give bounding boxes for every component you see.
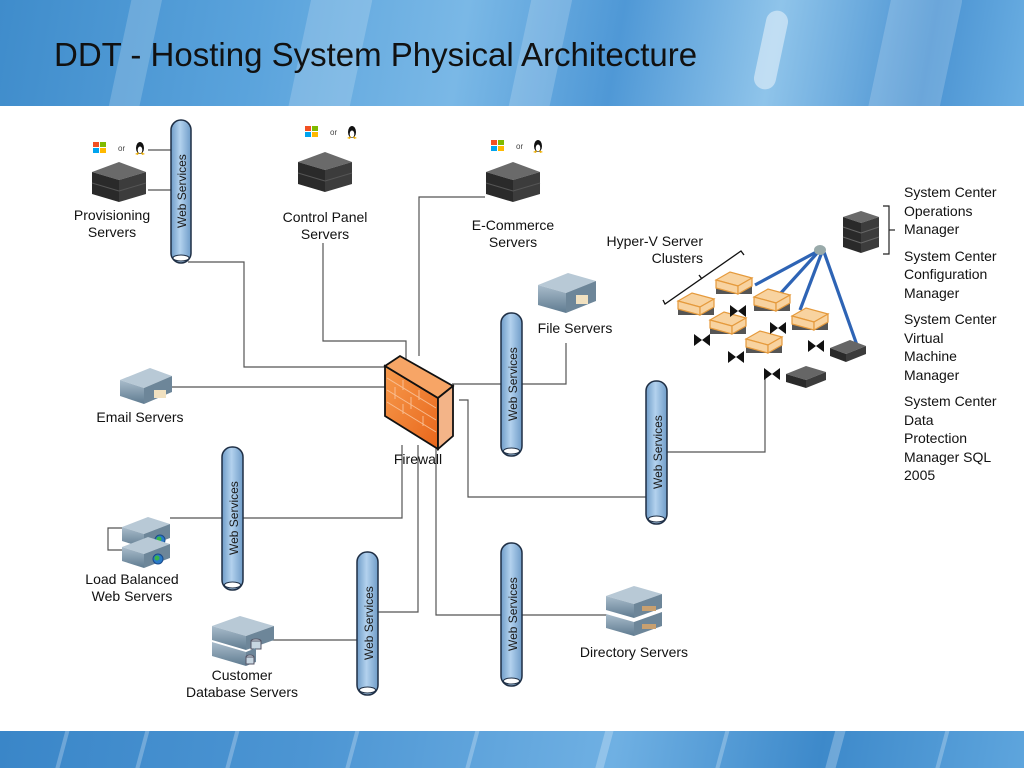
control-panel-server-icon [297,152,353,192]
load-balanced-server-icon [122,517,170,568]
bus-label: Web Services [506,577,520,651]
file-server-icon [538,273,596,313]
or-label: or [118,144,125,153]
connector-firewall-bus-file [452,343,567,385]
email-server-icon [120,368,172,404]
slide-footer-banner [0,731,1024,768]
or-label: or [330,128,337,137]
connector-bus1-firewall [188,261,392,368]
web-services-bus-loadbalanced: Web Services [221,446,244,591]
bus-label: Web Services [362,586,376,660]
os-choice-controlpanel: or [305,126,357,139]
directory-servers-label: Directory Servers [579,644,689,660]
hyperv-cluster [662,245,866,388]
system-center-server-icon [842,211,880,253]
linux-tux-icon [347,126,357,139]
cluster-storage-icons [786,340,866,388]
connector-controlpanel-firewall [322,243,407,362]
cluster-connector-icons [694,305,824,380]
ecommerce-server-icon [485,162,541,202]
web-services-bus-file: Web Services [500,312,523,457]
connector-firewall-directory [435,445,607,616]
customer-database-server-icon [212,616,274,666]
system-center-bracket [883,205,890,255]
linux-tux-icon [135,142,145,155]
connector-firewall-customerdb-bus [378,445,419,613]
firewall-label: Firewall [393,451,443,467]
bus-label: Web Services [506,347,520,421]
connector-firewall-bus-hyperv [459,399,648,498]
connector-lb-bracket [107,527,122,551]
web-services-bus-customerdb: Web Services [356,551,379,696]
bus-label: Web Services [175,154,189,228]
slide-header-banner: DDT - Hosting System Physical Architectu… [0,0,1024,106]
windows-logo-icon [305,126,318,137]
bus-label: Web Services [227,481,241,555]
connector-bus-hyperv-cluster [664,378,766,453]
cluster-links [754,248,860,349]
cluster-node-icons [676,271,830,355]
slide-title: DDT - Hosting System Physical Architectu… [54,36,698,73]
windows-logo-icon [491,140,504,151]
web-services-bus-provisioning: Web Services [170,119,192,264]
file-servers-label: File Servers [537,320,613,336]
os-choice-provisioning: or [93,142,145,155]
firewall-icon [383,354,455,451]
or-label: or [516,142,523,151]
connector-ecommerce-firewall [418,196,485,356]
web-services-bus-hyperv: Web Services [645,380,668,525]
provisioning-server-icon [91,162,147,202]
linux-tux-icon [533,140,543,153]
os-choice-ecommerce: or [491,140,543,153]
email-servers-label: Email Servers [96,409,184,425]
connector-firewall-loadbalanced [243,445,403,519]
hyperv-bracket [662,250,745,305]
bus-label: Web Services [651,415,665,489]
cluster-hub-icon [814,245,826,255]
connector-lines [107,149,766,641]
windows-logo-icon [93,142,106,153]
directory-server-icon [606,586,662,636]
web-services-bus-directory: Web Services [500,542,523,687]
